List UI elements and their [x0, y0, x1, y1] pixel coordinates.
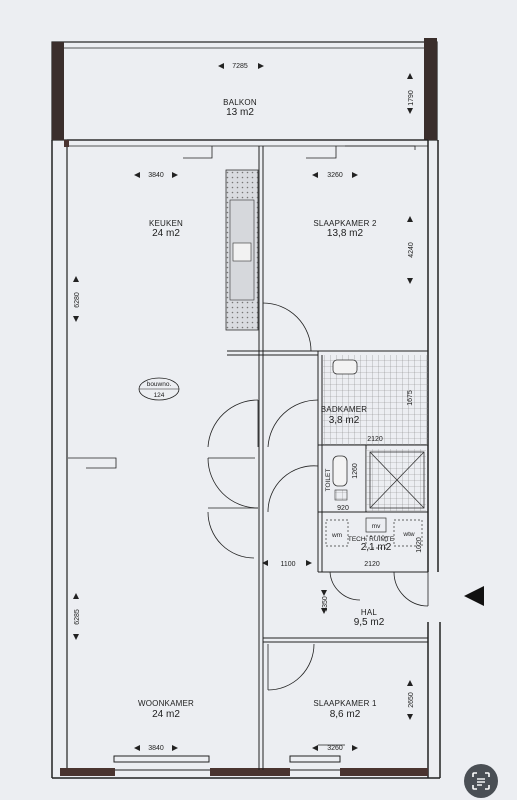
fixture-wtw: wtw	[402, 531, 415, 538]
slaapkamer1-area: 8,6 m2	[330, 709, 361, 720]
dim-woonkamer-width: 3840	[148, 745, 164, 752]
slaapkamer2-name: SLAAPKAMER 2	[313, 219, 377, 228]
dim-tech-depth: 1020	[416, 537, 423, 553]
shower-tiles	[366, 449, 426, 511]
facade-segments	[60, 140, 428, 776]
dim-slaapkamer2-width: 3260	[327, 172, 343, 179]
dim-slaapkamer1-width: 3260	[327, 745, 343, 752]
badkamer-area: 3,8 m2	[329, 415, 360, 426]
fixture-mv: mv	[372, 523, 381, 530]
dim-hal-width: 1100	[280, 561, 295, 568]
slaapkamer1-name: SLAAPKAMER 1	[313, 699, 377, 708]
dim-hal-depth: 1350	[322, 596, 329, 612]
balcony	[51, 38, 438, 141]
balkon-name: BALKON	[223, 98, 257, 107]
dim-tech-width: 2120	[364, 561, 380, 568]
dim-badkamer-width: 2120	[367, 436, 383, 443]
keuken-area: 24 m2	[152, 228, 180, 239]
document-scan-button[interactable]	[464, 764, 498, 798]
door-swings	[207, 302, 429, 691]
tech-room-fixtures	[325, 517, 423, 549]
entrance-arrow	[464, 586, 484, 606]
dim-woonkamer-depth: 6285	[74, 609, 81, 625]
balkon-area: 13 m2	[226, 107, 254, 118]
dim-badkamer-depth: 1675	[407, 390, 414, 406]
window-markers	[68, 145, 416, 746]
dim-toilet-width: 920	[337, 505, 349, 512]
slaapkamer2-area: 13,8 m2	[327, 228, 364, 239]
dim-slaapkamer2-depth: 4240	[408, 242, 415, 258]
hal-name: HAL	[361, 608, 378, 617]
dim-keuken-width: 3840	[148, 172, 164, 179]
keuken-name: KEUKEN	[149, 219, 183, 228]
toilet-bowl	[332, 455, 348, 501]
dimension-arrows	[73, 63, 413, 751]
bouwno-label: bouwno.	[147, 381, 172, 388]
dim-slaapkamer1-depth: 2650	[408, 692, 415, 708]
techruimte-name: TECH. RUIMTE	[348, 536, 395, 543]
bouwno-value: 124	[154, 392, 165, 399]
toilet-name: TOILET	[325, 469, 332, 492]
techruimte-area: 2,1 m2	[361, 542, 392, 553]
woonkamer-name: WOONKAMER	[138, 699, 194, 708]
badkamer-name: BADKAMER	[321, 405, 368, 414]
dim-balkon-depth: 1790	[408, 90, 415, 106]
bath-sink	[332, 359, 358, 375]
woonkamer-area: 24 m2	[152, 709, 180, 720]
dim-balkon-width: 7285	[232, 63, 248, 70]
kitchen-counter	[225, 169, 259, 331]
shower-cross	[369, 451, 425, 509]
dim-keuken-depth: 6280	[74, 292, 81, 308]
document-scan-icon	[472, 772, 490, 790]
fixture-wm: wm	[331, 532, 342, 539]
dim-toilet-depth: 1260	[352, 463, 359, 479]
hal-area: 9,5 m2	[354, 617, 385, 628]
